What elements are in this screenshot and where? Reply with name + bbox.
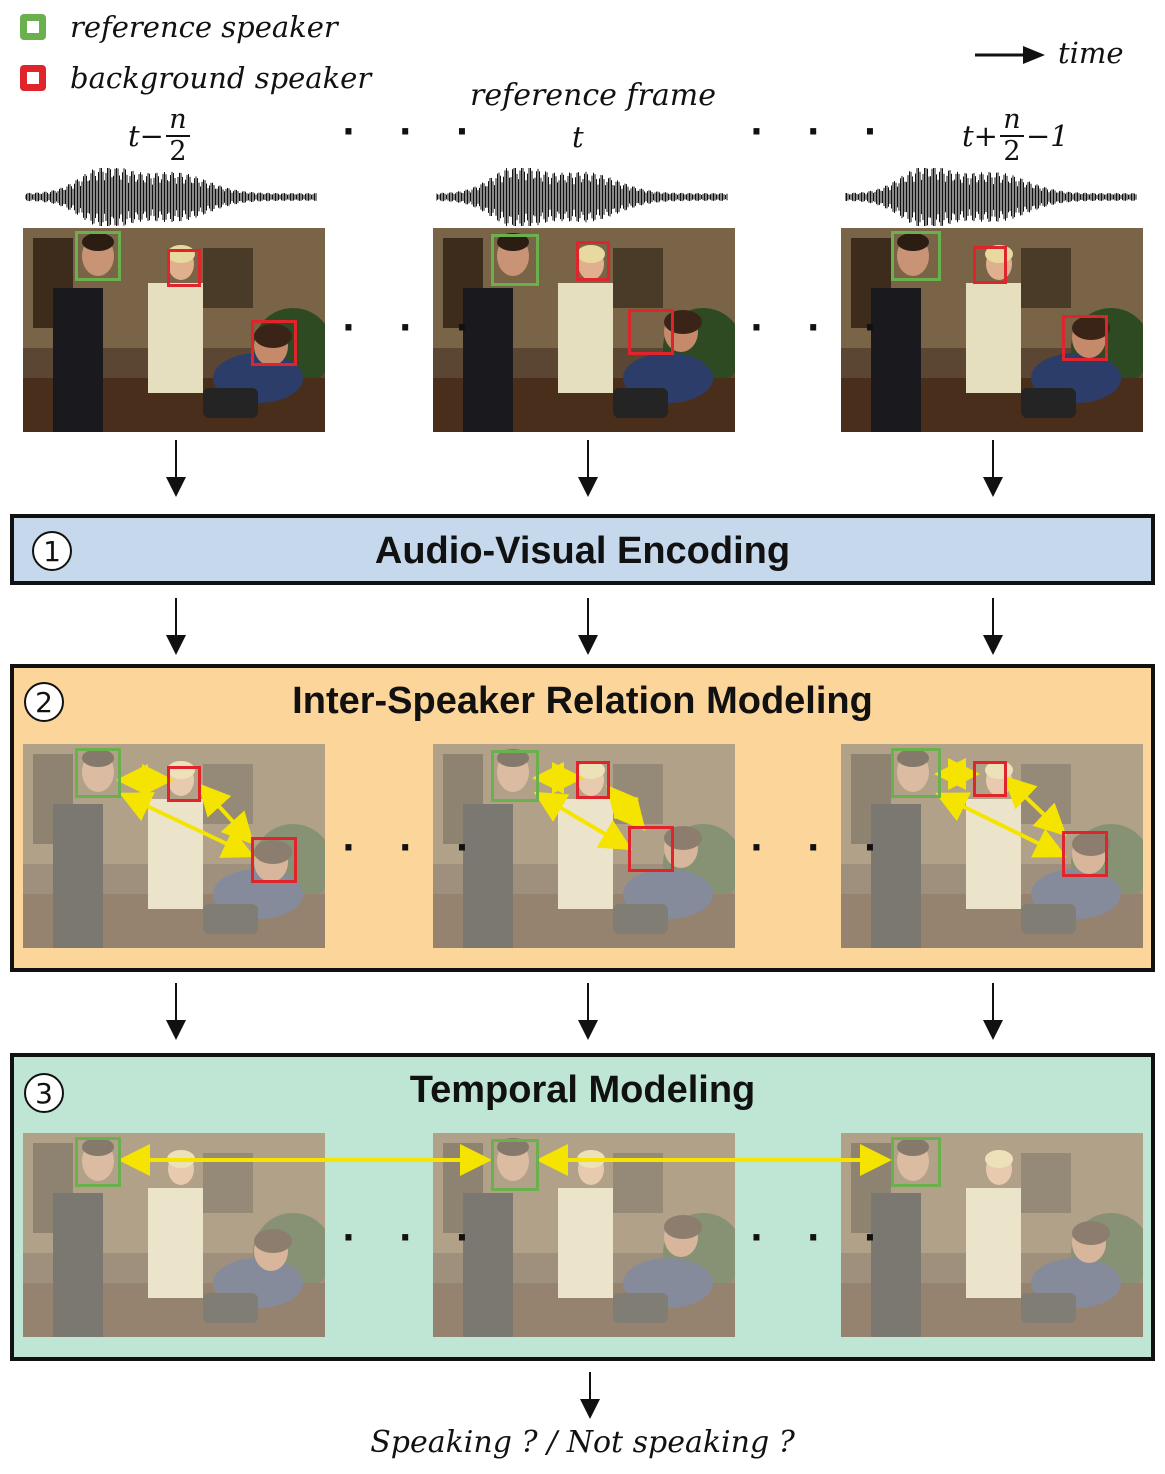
bg-speaker-box [167, 249, 201, 287]
ref-speaker-box [491, 1139, 539, 1191]
ellipsis-temporal-2: · · · [750, 1218, 893, 1258]
flow-arrow [578, 983, 598, 1040]
background-swatch [20, 65, 46, 91]
ref-speaker-box [891, 748, 941, 798]
bg-speaker-box [1062, 831, 1108, 877]
time-arrow-icon [975, 46, 1045, 64]
frame-label-right-fraction: n 2 [999, 104, 1024, 167]
waveform-right [845, 168, 1137, 226]
ref-speaker-box [491, 750, 539, 802]
stage-2-title: Inter-Speaker Relation Modeling [292, 680, 873, 722]
reference-swatch [20, 14, 46, 40]
bg-speaker-box [628, 826, 674, 872]
ellipsis-relation-2: · · · [750, 828, 893, 868]
ellipsis-frames-1: · · · [342, 308, 485, 348]
bg-speaker-box [1062, 315, 1108, 361]
bg-speaker-box [973, 246, 1007, 284]
frame-label-left: t− n 2 [128, 105, 192, 167]
ref-speaker-box [75, 1137, 121, 1187]
stage-3-title: Temporal Modeling [409, 1069, 756, 1111]
frame-label-left-den: 2 [169, 136, 187, 167]
frame-label-right-num: n [1003, 104, 1021, 135]
stage-3-number: 3 [24, 1073, 64, 1113]
relation-arrows [116, 758, 1067, 858]
legend-reference-label: reference speaker [70, 10, 338, 44]
frame-label-right: t+ n 2 −1 [962, 105, 1069, 167]
stage-1-number: 1 [32, 531, 72, 571]
bg-speaker-box [251, 837, 297, 883]
ellipsis-frames-2: · · · [750, 308, 893, 348]
frame-label-center: t [572, 120, 584, 154]
output-label: Speaking ? / Not speaking ? [370, 1425, 795, 1460]
stage-1-title: Audio-Visual Encoding [374, 530, 791, 572]
relation-frame-right [841, 744, 1143, 948]
relation-arrow [197, 783, 255, 845]
time-arrow [975, 40, 1047, 74]
bg-speaker-box [628, 309, 674, 355]
stage-audio-visual-encoding: 1 Audio-Visual Encoding [10, 514, 1155, 585]
ellipsis-top-1: · · · [342, 112, 485, 152]
flow-arrow [166, 598, 186, 655]
relation-arrow [606, 784, 646, 832]
bg-speaker-box [576, 761, 610, 799]
bg-speaker-box [251, 320, 297, 366]
bg-speaker-box [576, 241, 610, 281]
video-frame-left [23, 228, 325, 432]
reference-frame-label: reference frame [470, 78, 716, 113]
temporal-arrows [118, 1144, 892, 1176]
ref-speaker-box [491, 234, 539, 286]
flow-arrow [166, 983, 186, 1040]
legend-background: background speaker [20, 61, 371, 95]
flow-arrow [983, 983, 1003, 1040]
stage-2-number: 2 [24, 682, 64, 722]
flow-arrow [983, 440, 1003, 497]
ellipsis-top-2: · · · [750, 112, 893, 152]
flow-arrow [578, 440, 598, 497]
legend-reference: reference speaker [20, 10, 338, 44]
bg-speaker-box [167, 766, 201, 802]
relation-arrow [1003, 775, 1067, 837]
flow-arrow [580, 1372, 600, 1419]
frame-label-left-fraction: n 2 [165, 104, 190, 167]
flow-arrow [578, 598, 598, 655]
relation-arrow [935, 792, 1067, 858]
ellipsis-relation-1: · · · [342, 828, 485, 868]
frame-label-left-num: n [169, 104, 187, 135]
frame-label-right-suffix: −1 [1025, 119, 1069, 153]
relation-arrow [533, 791, 633, 851]
relation-arrow [119, 792, 255, 858]
flow-arrow [166, 440, 186, 497]
waveform-left [25, 168, 317, 226]
bg-speaker-box [973, 761, 1007, 797]
ref-speaker-box [75, 231, 121, 281]
ref-speaker-box [891, 231, 941, 281]
video-frame-center [433, 228, 735, 432]
ref-speaker-box [75, 748, 121, 798]
flow-arrow [983, 598, 1003, 655]
ref-speaker-box [891, 1137, 941, 1187]
time-label: time [1058, 36, 1124, 70]
legend-background-label: background speaker [70, 61, 372, 95]
waveform-center [436, 168, 728, 226]
frame-label-left-prefix: t− [128, 119, 164, 153]
frame-label-right-prefix: t+ [962, 119, 998, 153]
frame-label-right-den: 2 [1003, 136, 1021, 167]
ellipsis-temporal-1: · · · [342, 1218, 485, 1258]
